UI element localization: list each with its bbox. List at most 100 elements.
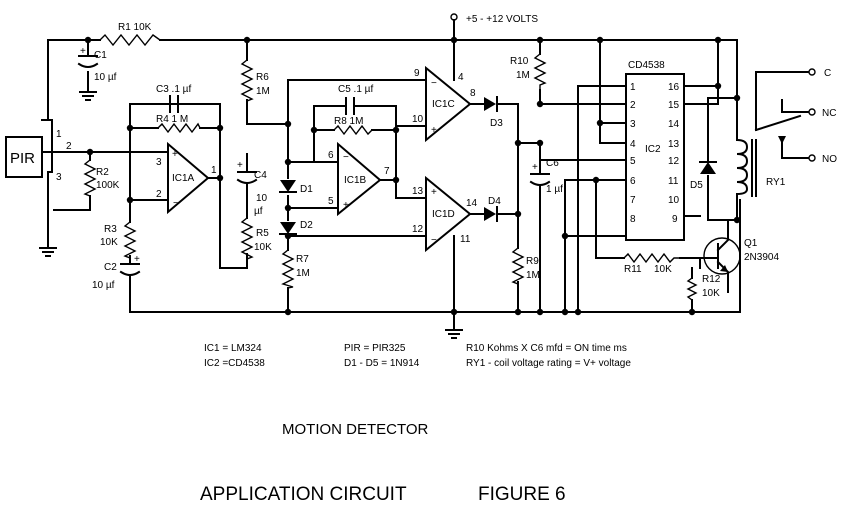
supply-terminal: +5 - +12 VOLTS [450, 13, 538, 25]
d5-label: D5 [690, 180, 703, 191]
ic1c-pin-10: 10 [412, 114, 424, 125]
d3-label: D3 [490, 118, 503, 129]
r8-resistor: R8 1M [333, 116, 373, 136]
ic2-title: CD4538 [628, 60, 665, 71]
ic1c-opamp: IC1C − + 9 10 8 4 [412, 65, 476, 143]
ic2-right-pins: 16 15 14 13 12 11 10 9 [668, 82, 680, 225]
contact-no: NO [822, 154, 837, 165]
ic2-pin-15: 15 [668, 100, 680, 111]
r4-label: R4 1 M [156, 114, 188, 125]
svg-text:+: + [80, 46, 86, 57]
c2-value: 10 µf [92, 280, 115, 291]
ic1b-label: IC1B [344, 175, 367, 186]
ic1a-opamp: IC1A + − 3 2 1 [156, 141, 217, 215]
ic1a-label: IC1A [172, 173, 195, 184]
ic1d-pin-11: 11 [460, 234, 471, 245]
ic2-pin-11: 11 [668, 176, 679, 187]
svg-text:−: − [343, 152, 349, 163]
note-diodes: D1 - D5 = 1N914 [344, 358, 420, 369]
q1-name: Q1 [744, 238, 758, 249]
ic2-left-pins: 1 2 3 4 5 6 7 8 [630, 82, 636, 225]
r9-name: R9 [526, 256, 539, 267]
pir-pin-3: 3 [56, 172, 62, 183]
ic1d-label: IC1D [432, 209, 455, 220]
ic1c-label: IC1C [432, 99, 455, 110]
c2-capacitor: + C2 10 µf [92, 254, 141, 291]
ic2-pin-16: 16 [668, 82, 680, 93]
note-timing: R10 Kohms X C6 mfd = ON time ms [466, 343, 627, 354]
r10-resistor: R10 1M [510, 53, 547, 90]
ground-icon [79, 91, 97, 101]
r12-name: R12 [702, 274, 721, 285]
note-ic2: IC2 =CD4538 [204, 358, 265, 369]
pir-pin-2: 2 [66, 141, 72, 152]
ic1d-pin-14: 14 [466, 198, 478, 209]
r5-name: R5 [256, 228, 269, 239]
ic2-pin-5: 5 [630, 156, 636, 167]
c4-value: 10 [256, 193, 268, 204]
r10-value: 1M [516, 70, 530, 81]
r3-resistor: R3 10K [100, 221, 137, 259]
pir-sensor: PIR 1 2 3 [5, 119, 85, 183]
ic2-label: IC2 [645, 144, 661, 155]
ic1d-opamp: IC1D + − 13 12 14 11 [412, 175, 478, 253]
contact-c: C [824, 68, 831, 79]
d1-label: D1 [300, 184, 313, 195]
r2-value: 100K [96, 180, 120, 191]
ground-icon [445, 329, 463, 339]
relay-coil: RY1 [735, 138, 786, 197]
ic2-pin-2: 2 [630, 100, 636, 111]
ic1b-pin-7: 7 [384, 166, 390, 177]
c1-name: C1 [94, 50, 107, 61]
ic2-pin-4: 4 [630, 139, 636, 150]
r6-name: R6 [256, 72, 269, 83]
r1-resistor: R1 10K [99, 22, 161, 47]
ic1c-pin-4: 4 [458, 72, 464, 83]
r11-value: 10K [654, 264, 672, 275]
ic2-pin-9: 9 [672, 214, 678, 225]
d1-diode: D1 [279, 180, 313, 195]
svg-text:−: − [173, 198, 179, 209]
figure-number: FIGURE 6 [478, 484, 566, 505]
q1-part: 2N3904 [744, 252, 779, 263]
svg-text:+: + [172, 149, 178, 160]
r7-value: 1M [296, 268, 310, 279]
r11-resistor: R11 10K [623, 252, 680, 275]
r9-value: 1M [526, 270, 540, 281]
r2-name: R2 [96, 167, 109, 178]
svg-text:+: + [431, 125, 437, 136]
ic2-pin-12: 12 [668, 156, 680, 167]
ic1c-pin-9: 9 [414, 68, 420, 79]
svg-text:+: + [343, 200, 349, 211]
r6-resistor: R6 1M [240, 59, 270, 103]
ic1c-pin-8: 8 [470, 88, 476, 99]
ic1a-pin-1: 1 [211, 165, 217, 176]
r11-name: R11 [624, 264, 642, 275]
r3-name: R3 [104, 224, 117, 235]
c3-capacitor: C3 .1 µf [129, 84, 221, 113]
ic1b-pin-6: 6 [328, 150, 334, 161]
r4-resistor: R4 1 M [156, 114, 201, 134]
r2-resistor: R2 100K [83, 159, 120, 197]
ic1d-pin-13: 13 [412, 186, 424, 197]
svg-text:+: + [532, 162, 538, 173]
c6-value: 1 µf [546, 184, 563, 195]
r12-value: 10K [702, 288, 720, 299]
svg-text:−: − [431, 235, 437, 246]
d2-label: D2 [300, 220, 313, 231]
svg-text:+: + [237, 160, 243, 171]
r5-resistor: R5 10K [240, 217, 272, 261]
ic2-pin-6: 6 [630, 176, 636, 187]
r8-label: R8 1M [334, 116, 363, 127]
c4-unit: µf [254, 206, 263, 217]
r12-resistor: R12 10K [686, 274, 721, 301]
d2-diode: D2 [279, 220, 313, 235]
svg-text:−: − [431, 78, 437, 89]
figure-title: APPLICATION CIRCUIT [200, 484, 407, 505]
ic1b-pin-5: 5 [328, 196, 334, 207]
d4-label: D4 [488, 196, 501, 207]
c1-capacitor: + C1 10 µf [77, 46, 117, 83]
c1-value: 10 µf [94, 72, 117, 83]
ic2-pin-14: 14 [668, 119, 680, 130]
